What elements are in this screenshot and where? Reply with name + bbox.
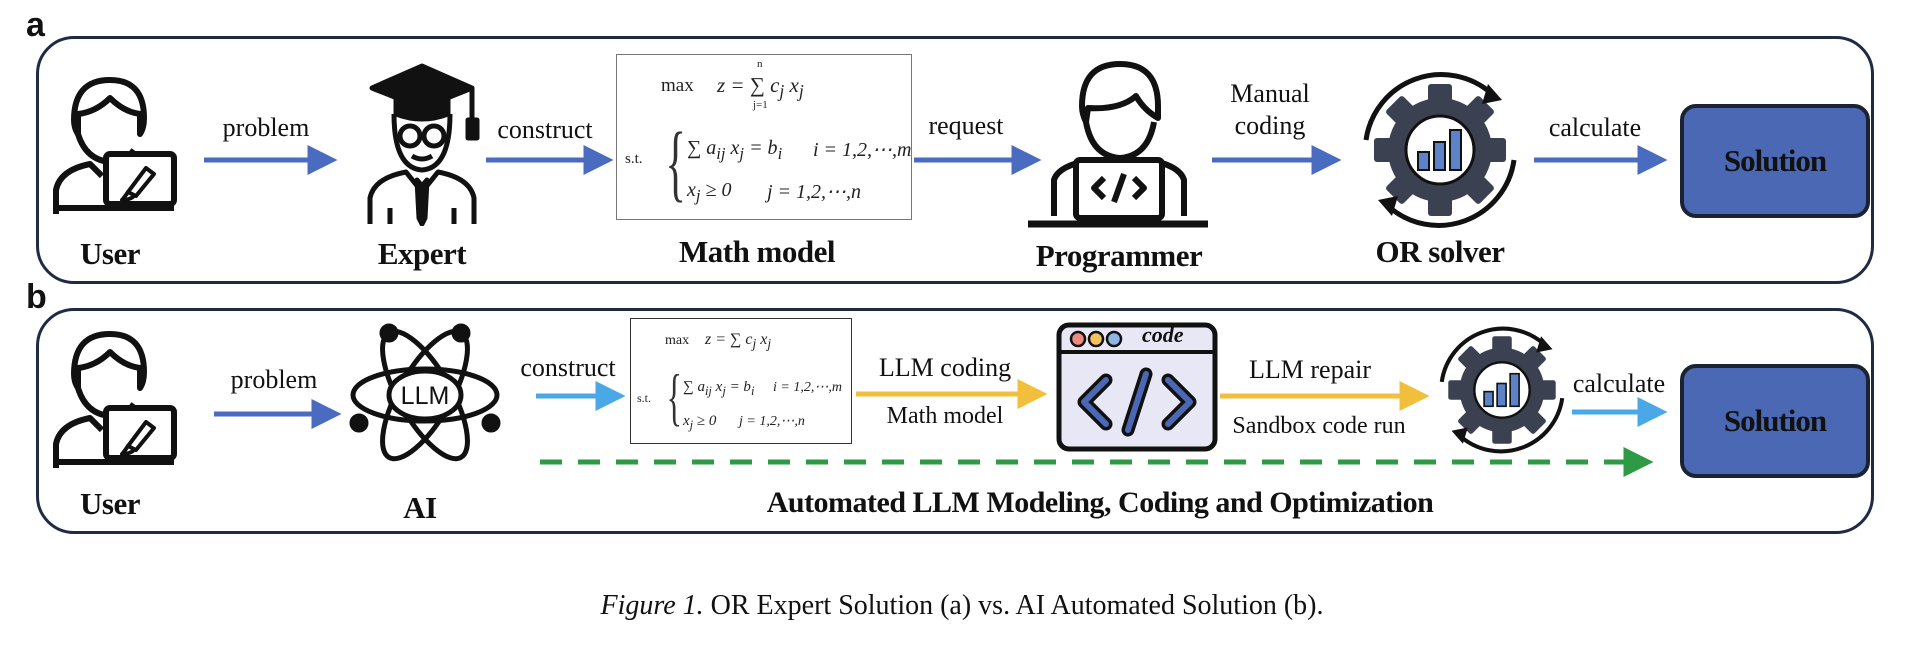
math-brace: { xyxy=(665,114,686,210)
arrow-label-construct-b: construct xyxy=(520,353,616,382)
solution-box-a: Solution xyxy=(1680,104,1870,218)
math-constraint2-range-b: j = 1,2,⋯,n xyxy=(739,414,805,429)
code-window-icon xyxy=(1056,322,1218,452)
user-laptop-icon-b xyxy=(53,331,177,468)
label-programmer: Programmer xyxy=(1035,238,1203,273)
arrow-label-calculate-b: calculate xyxy=(1572,369,1666,398)
panel-b-box xyxy=(36,308,1874,534)
code-label: code xyxy=(1142,322,1184,347)
arrow-label-problem-a: problem xyxy=(222,113,310,142)
math-constraint2-b: xj ≥ 0 xyxy=(683,413,717,432)
arrow-label-construct-a: construct xyxy=(497,115,593,144)
label-or-solver: OR solver xyxy=(1375,234,1505,269)
arrow-label-sandbox: Sandbox code run xyxy=(1232,413,1406,439)
graduate-expert-icon xyxy=(367,63,480,226)
caption-text: OR Expert Solution (a) vs. AI Automated … xyxy=(703,590,1324,621)
programmer-icon xyxy=(1028,61,1208,228)
panel-a-letter: a xyxy=(26,6,45,44)
math-max-b: max xyxy=(665,333,690,348)
math-sum-top: n xyxy=(757,58,763,70)
arrow-label-llm-coding: LLM coding xyxy=(878,353,1012,382)
math-constraint1: ∑ aij xj = bi xyxy=(687,137,783,163)
or-solver-gear-icon xyxy=(1363,72,1517,228)
math-objective: z = ∑ cj xj xyxy=(717,73,804,102)
math-st: s.t. xyxy=(625,151,643,167)
solution-box-b: Solution xyxy=(1680,364,1870,478)
llm-atom-icon xyxy=(349,323,501,462)
arrow-label-calculate-a: calculate xyxy=(1548,113,1642,142)
math-model-box-a: max z = ∑ cj xj n j=1 s.t. { ∑ aij xj = … xyxy=(616,54,912,220)
user-laptop-icon xyxy=(53,77,177,214)
caption-figure-number: Figure 1. xyxy=(600,590,704,621)
label-automated-pipeline: Automated LLM Modeling, Coding and Optim… xyxy=(766,486,1434,519)
math-model-box-b: max z = ∑ cj xj s.t. { ∑ aij xj = bi i =… xyxy=(630,318,852,444)
arrow-label-manual-coding-a: Manual coding xyxy=(1230,79,1310,140)
panel-a-box xyxy=(36,36,1874,284)
math-objective-b: z = ∑ cj xj xyxy=(705,331,772,352)
math-brace-b: { xyxy=(666,361,683,432)
figure-caption: Figure 1. OR Expert Solution (a) vs. AI … xyxy=(0,590,1924,622)
math-constraint2-range: j = 1,2,⋯,n xyxy=(767,181,862,203)
math-max: max xyxy=(661,75,694,96)
math-sum-bottom: j=1 xyxy=(753,99,768,111)
arrow-label-problem-b: problem xyxy=(230,365,318,394)
label-math-model: Math model xyxy=(678,234,836,269)
llm-label: LLM xyxy=(400,382,450,410)
arrow-label-llm-repair: LLM repair xyxy=(1248,355,1371,384)
math-constraint1-range: i = 1,2,⋯,m xyxy=(813,139,912,161)
or-solver-gear-icon-b xyxy=(1439,326,1565,454)
label-expert: Expert xyxy=(377,236,467,271)
arrow-label-math-model-b: Math model xyxy=(886,403,1004,429)
math-constraint2: xj ≥ 0 xyxy=(687,179,732,205)
label-user-a: User xyxy=(80,236,140,271)
math-constraint1-range-b: i = 1,2,⋯,m xyxy=(773,380,842,395)
math-st-b: s.t. xyxy=(637,391,652,405)
panel-b-letter: b xyxy=(26,278,47,316)
arrow-label-request-a: request xyxy=(928,111,1004,140)
label-user-b: User xyxy=(80,486,140,521)
label-ai: AI xyxy=(403,490,437,525)
math-constraint1-b: ∑ aij xj = bi xyxy=(683,379,755,398)
